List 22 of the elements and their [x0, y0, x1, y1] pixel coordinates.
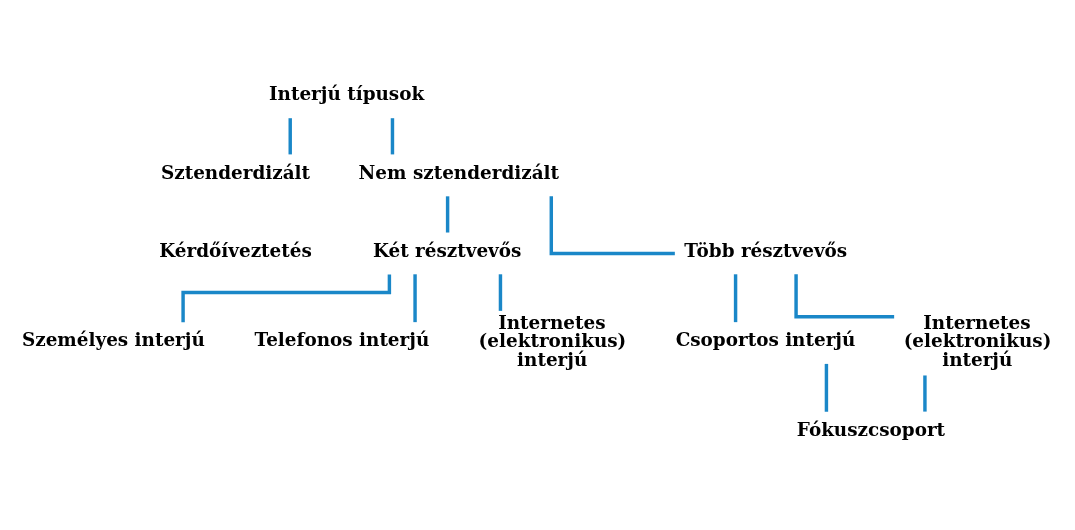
node-text: Internetes (elektronikus) interjú — [478, 312, 627, 370]
node-text: Internetes (elektronikus) interjú — [903, 312, 1052, 370]
node-text: Több résztvevős — [684, 239, 848, 261]
node-text: Két résztvevős — [372, 239, 522, 261]
connector — [794, 274, 895, 319]
node-text: Személyes interjú — [21, 329, 205, 351]
node-text: Telefonos interjú — [254, 329, 430, 351]
connector — [390, 118, 395, 155]
connector — [733, 274, 738, 323]
node-label: Kérdőíveztetés — [159, 239, 312, 261]
node-text: Interjú típusok — [268, 83, 425, 105]
node-text: Csoportos interjú — [675, 329, 856, 351]
connector — [923, 375, 927, 412]
connector — [824, 363, 829, 412]
node-text: Nem sztenderdizált — [358, 161, 560, 183]
connector — [498, 274, 503, 311]
connector — [549, 196, 675, 256]
connector — [413, 274, 417, 323]
connector — [288, 118, 292, 155]
connector — [445, 196, 450, 233]
node-text: Sztenderdizált — [160, 161, 311, 183]
node-text: Fókuszcsoport — [796, 418, 946, 440]
